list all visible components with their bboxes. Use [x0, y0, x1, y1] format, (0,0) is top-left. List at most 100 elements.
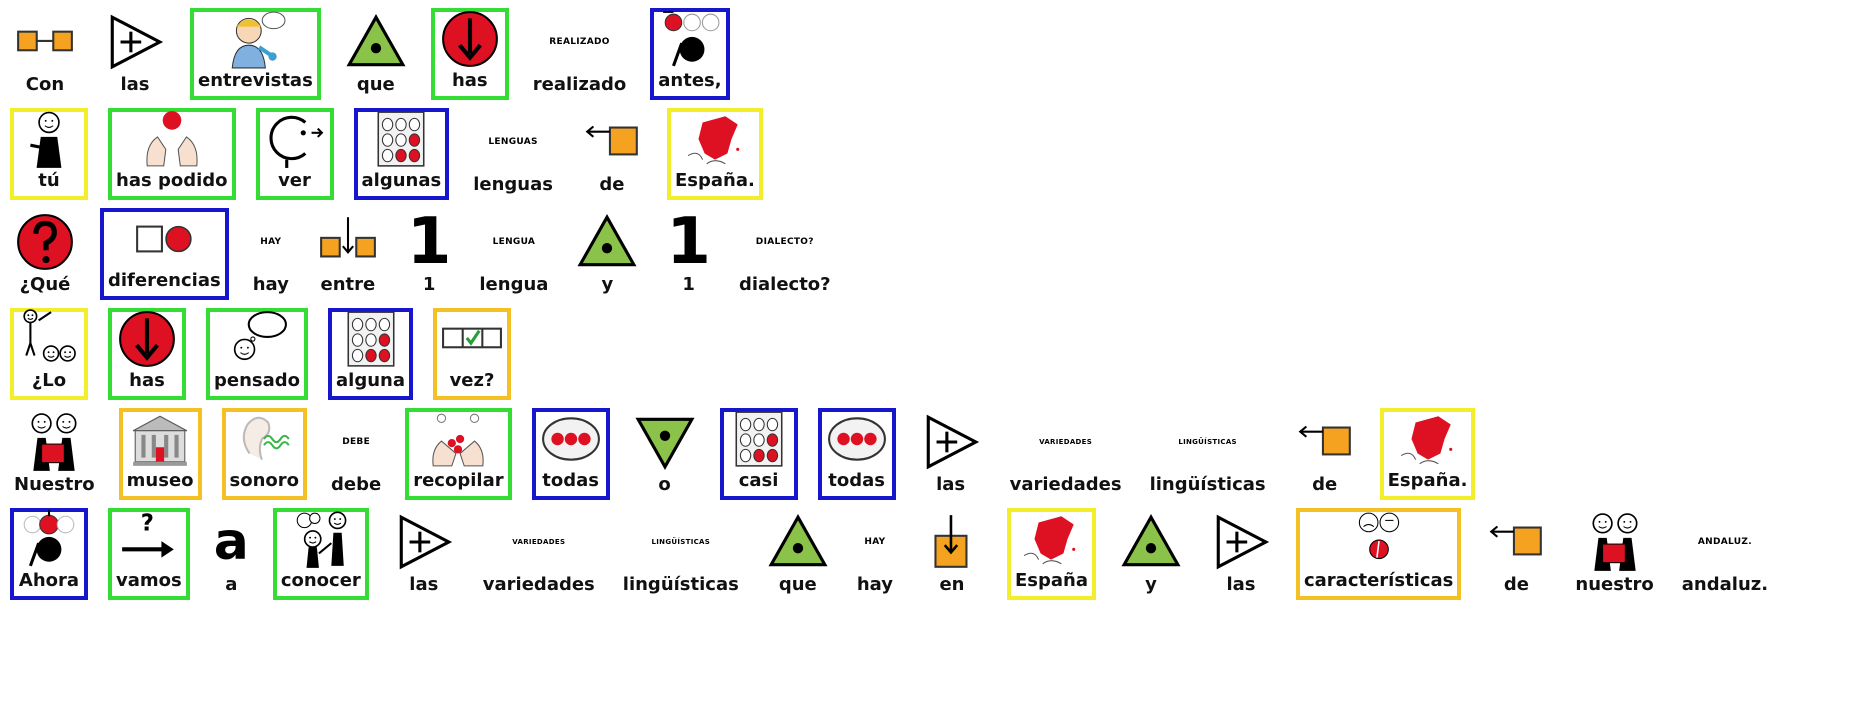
pictogram-card: has — [430, 8, 509, 100]
pictogram-card: las — [916, 408, 986, 500]
all-dots-oval-icon — [540, 408, 602, 470]
two-people-icon — [14, 410, 95, 474]
pictogram-word: hay — [252, 274, 289, 295]
pictogram-card: y — [572, 208, 642, 300]
text-icon: HAY — [253, 210, 289, 274]
plus-triangle-icon — [1210, 510, 1272, 574]
pictogram-word: hay — [856, 574, 893, 595]
pictogram-card: alguna — [328, 308, 414, 400]
some-dots-grid-icon — [362, 108, 442, 170]
pictogram-word: las — [409, 574, 439, 595]
pictogram-card: España. — [666, 108, 763, 200]
pictogram-word: lingüísticas — [622, 574, 739, 595]
pictogram-card: ¿Lo — [10, 308, 88, 400]
arrow-square-of-icon — [1485, 510, 1547, 574]
now-person-clock-icon — [18, 508, 80, 570]
pictogram-row: ¿Lo has pensado alguna vez? — [10, 308, 531, 400]
pictogram-word: debe — [331, 474, 382, 495]
pictogram-caption: HAY — [864, 537, 886, 547]
green-triangle-dot-icon — [767, 510, 829, 574]
some-dots-grid-icon — [728, 408, 790, 470]
pictogram-card: de — [1481, 508, 1551, 600]
green-triangle-dot-icon — [1120, 510, 1182, 574]
pictogram-word: todas — [542, 470, 599, 491]
pictogram-word: has — [451, 70, 488, 91]
pictogram-caption: VARIEDADES — [512, 538, 566, 546]
arrow-square-of-icon — [1294, 410, 1356, 474]
pictogram-word: en — [939, 574, 965, 595]
pictogram-word: de — [599, 174, 625, 195]
spain-map-icon — [1388, 408, 1468, 470]
spain-map-icon — [675, 108, 755, 170]
pictogram-word: Ahora — [18, 570, 80, 591]
letter-a-icon: a — [213, 512, 249, 572]
pictogram-card: HAY hay — [853, 508, 897, 600]
pictogram-caption: LENGUA — [492, 237, 536, 247]
pictogram-word: 1 — [682, 274, 695, 295]
in-square-arrow-icon — [921, 510, 983, 574]
pictogram-caption: HAY — [260, 237, 282, 247]
down-arrow-red-circle-icon — [439, 8, 501, 70]
pictogram-card: museo — [118, 408, 202, 500]
square-circle-difference-icon — [108, 208, 221, 270]
pictogram-word: que — [778, 574, 817, 595]
text-icon: DIALECTO? — [739, 210, 831, 274]
text-icon: REALIZADO — [533, 10, 626, 74]
number-one-icon: 1 — [666, 205, 711, 279]
pictogram-card: en — [917, 508, 987, 600]
down-arrow-red-circle-icon — [116, 308, 178, 370]
pictogram-card: Ahora — [10, 508, 88, 600]
question-red-circle-icon — [14, 210, 76, 274]
plus-triangle-icon — [393, 510, 455, 574]
pictogram-word: España. — [674, 170, 755, 191]
pictogram-word: lingüísticas — [1149, 474, 1266, 495]
pictogram-card: ver — [255, 108, 334, 200]
pictogram-word: alguna — [336, 370, 406, 391]
pictogram-word: casi — [738, 470, 779, 491]
pictogram-word: ver — [278, 170, 311, 191]
pictogram-word: las — [1226, 574, 1256, 595]
pictogram-word: has — [129, 370, 165, 391]
pictogram-word: Nuestro — [14, 474, 95, 495]
pictogram-word: de — [1312, 474, 1338, 495]
pictogram-card: Nuestro — [10, 408, 99, 500]
pictogram-word: conocer — [280, 570, 361, 591]
arrow-square-of-icon — [581, 110, 643, 174]
pictogram-word: vez? — [449, 370, 495, 391]
pictogram-word: recopilar — [413, 470, 504, 491]
text-icon: VARIEDADES — [1010, 410, 1122, 474]
text-icon: LINGÜÍSTICAS — [623, 510, 739, 574]
pictogram-word: características — [1303, 570, 1454, 591]
pictogram-card: ANDALUZ.andaluz. — [1678, 508, 1772, 600]
two-squares-link-icon — [14, 10, 76, 74]
pictogram-card: las — [100, 8, 170, 100]
pictogram-card: que — [763, 508, 833, 600]
pictogram-caption: ANDALUZ. — [1697, 537, 1752, 547]
pictogram-word: las — [120, 74, 150, 95]
pictogram-word: sonoro — [229, 470, 300, 491]
pictogram-word: España. — [1387, 470, 1468, 491]
pictogram-card: y — [1116, 508, 1186, 600]
pictogram-word: todas — [828, 470, 885, 491]
pictogram-card: pensado — [206, 308, 309, 400]
ear-sound-icon — [230, 408, 300, 470]
characteristics-faces-icon — [1304, 508, 1453, 570]
text-icon: LINGÜÍSTICAS — [1150, 410, 1266, 474]
pictogram-card: has podido — [108, 108, 236, 200]
pictogram-card: de — [1290, 408, 1360, 500]
pictogram-word: a — [225, 574, 238, 595]
pictogram-caption: LENGUAS — [488, 137, 538, 147]
pictogram-card: todas — [817, 408, 896, 500]
pictogram-card: Con — [10, 8, 80, 100]
pictogram-word: Con — [25, 74, 65, 95]
pictogram-card: casi — [719, 408, 798, 500]
pictogram-word: nuestro — [1575, 574, 1654, 595]
